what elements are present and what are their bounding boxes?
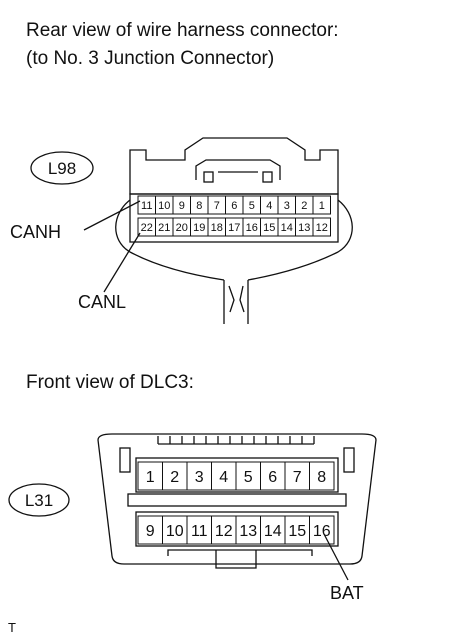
canh-label: CANH [10, 222, 62, 242]
l31-pin-number: 4 [219, 469, 228, 486]
l98-badge: L98 [48, 159, 76, 178]
l98-pin-number: 13 [298, 222, 310, 234]
l98-pin-cell [312, 195, 331, 215]
l31-pin-number: 10 [166, 523, 184, 540]
l98-pin-number: 8 [196, 200, 202, 212]
canl-label: CANL [78, 292, 127, 312]
l98-latch [195, 159, 281, 180]
l31-pin-field-upper [135, 457, 339, 493]
l31-connector-body [97, 433, 377, 565]
l98-pin-number: 6 [231, 200, 237, 212]
l31-pin-cell [309, 461, 335, 491]
l31-pin-number: 9 [146, 523, 155, 540]
l98-pin-number: 3 [284, 200, 290, 212]
l31-pin-number: 8 [317, 469, 326, 486]
l98-pin-number: 14 [281, 222, 293, 234]
l31-left-guide [119, 447, 131, 473]
l31-pin-number: 6 [268, 469, 277, 486]
l31-pin-number: 11 [191, 523, 208, 540]
l98-pin-number: 17 [228, 222, 240, 234]
l31-pin-field-lower [135, 511, 339, 547]
l98-pin-number: 9 [179, 200, 185, 212]
l98-latch-slot-right [262, 171, 273, 183]
l98-connector-body [129, 137, 339, 195]
l31-pin-number: 2 [170, 469, 179, 486]
l98-pin-number: 12 [316, 222, 328, 234]
l31-pin-number: 16 [313, 523, 331, 540]
l98-pin-number: 10 [158, 200, 170, 212]
canh-leader [83, 200, 141, 231]
l31-badge-outline [8, 483, 70, 517]
l98-pin-number: 15 [263, 222, 275, 234]
l98-pin-number: 5 [249, 200, 255, 212]
l31-pin-number: 3 [195, 469, 204, 486]
l98-pin-field [129, 193, 339, 243]
l98-pin-number: 22 [141, 222, 153, 234]
canl-leader [103, 232, 141, 293]
top-title-line2: (to No. 3 Junction Connector) [26, 48, 275, 69]
l98-pin-number: 19 [193, 222, 205, 234]
l98-pin-number: 2 [301, 200, 307, 212]
l31-separator-bar [127, 493, 347, 507]
l98-pin-cell [312, 217, 331, 237]
l31-pin-number: 5 [244, 469, 253, 486]
l31-pin-number: 15 [288, 523, 306, 540]
footer-mark: T [8, 620, 16, 635]
top-title-line1: Rear view of wire harness connector: [26, 20, 339, 41]
l31-right-guide [343, 447, 355, 473]
l31-pin-number: 14 [264, 523, 282, 540]
l98-wire-bundle [115, 199, 353, 281]
l98-latch-slot-left [203, 171, 214, 183]
l98-pin-number: 20 [176, 222, 188, 234]
l31-pin-number: 7 [293, 469, 302, 486]
l31-pin-number: 13 [239, 523, 257, 540]
l98-badge-outline [30, 151, 94, 185]
l31-top-teeth [157, 436, 315, 445]
l98-pin-number: 21 [158, 222, 170, 234]
l98-pin-number: 16 [246, 222, 258, 234]
l98-pin-number: 18 [211, 222, 223, 234]
l31-pin-cell [309, 515, 335, 545]
l31-badge: L31 [25, 491, 53, 510]
l31-bottom-key [167, 549, 313, 569]
l98-pin-number: 11 [141, 200, 152, 212]
bat-leader [323, 533, 349, 581]
l98-pin-number: 4 [266, 200, 272, 212]
l31-pin-number: 12 [215, 523, 233, 540]
bottom-title: Front view of DLC3: [26, 372, 194, 393]
l98-pin-number: 7 [214, 200, 220, 212]
bat-label: BAT [330, 583, 364, 603]
l98-pin-number: 1 [319, 200, 325, 212]
l31-pin-number: 1 [146, 469, 155, 486]
